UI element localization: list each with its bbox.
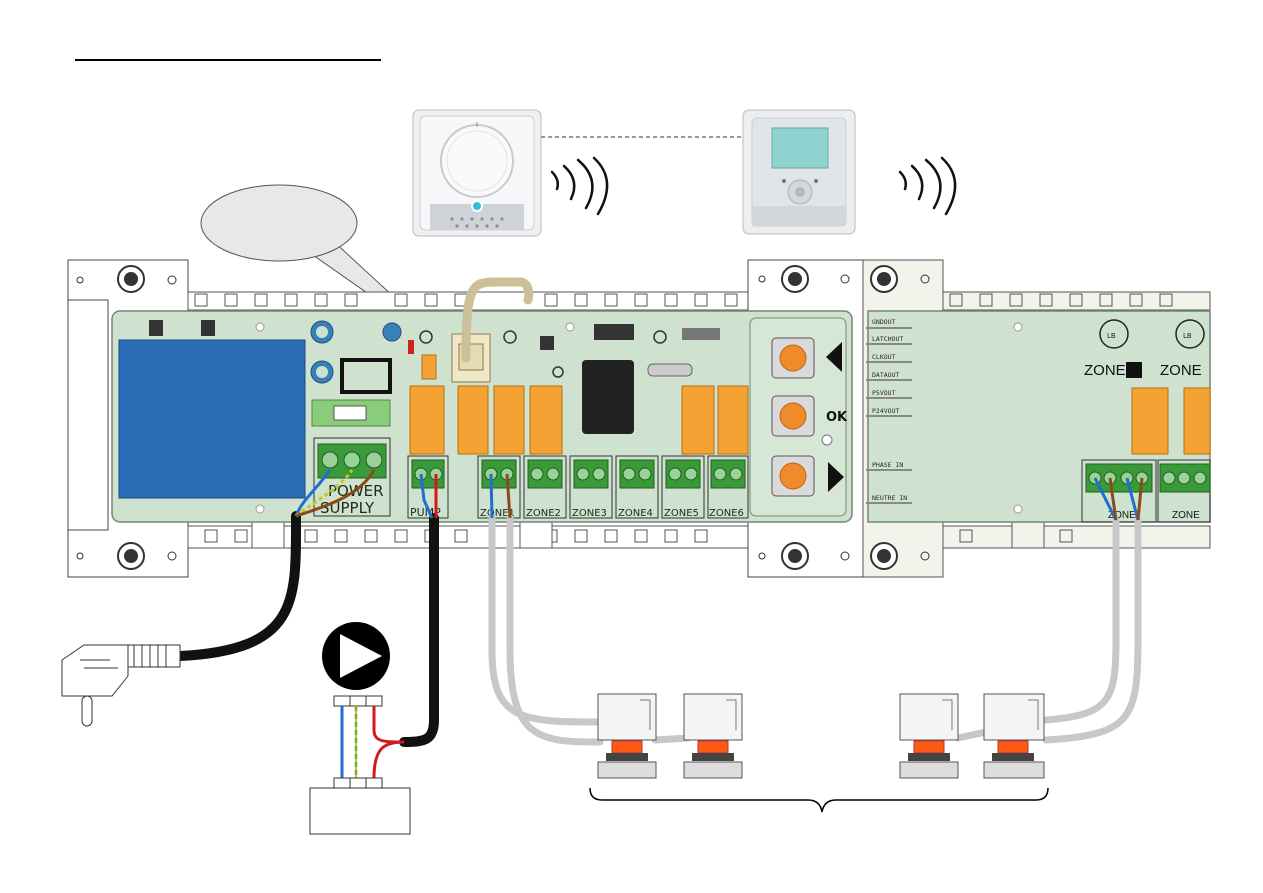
actuator-cable <box>954 728 990 742</box>
mains-plug-icon <box>61 644 181 727</box>
actuator <box>683 693 743 779</box>
analog-thermostat <box>412 109 542 237</box>
actuator-cable <box>488 514 604 726</box>
zone2-label: ZONE2 <box>526 508 561 519</box>
power-label-2: SUPPLY <box>320 499 375 517</box>
right-arrow-icon <box>828 462 844 492</box>
left-arrow-icon <box>826 342 842 372</box>
ext-zone-label: ZONE <box>1084 362 1126 379</box>
zone6-label: ZONE6 <box>709 508 744 519</box>
zone3-label: ZONE3 <box>572 508 607 519</box>
actuator <box>597 693 657 779</box>
digital-thermostat <box>742 109 856 235</box>
conn-label: LATCHOUT <box>872 335 903 343</box>
relay <box>457 385 489 455</box>
actuator-group-brace <box>589 787 1049 813</box>
left-button[interactable] <box>771 337 815 379</box>
actuator <box>899 693 959 779</box>
ok-label: OK <box>826 410 848 425</box>
conn-label: DATAOUT <box>872 371 899 379</box>
ext-zone-small-label: ZONE <box>1108 510 1136 521</box>
relay <box>493 385 525 455</box>
main-pcb <box>111 310 853 523</box>
actuator-cable <box>651 734 692 744</box>
relay <box>409 385 445 455</box>
relay <box>529 385 563 455</box>
conn-label: P5VOUT <box>872 389 896 397</box>
mains-cable <box>175 511 302 661</box>
lb-label: LB <box>1107 332 1116 340</box>
zone5-terminal: ZONE5 <box>661 455 705 519</box>
pump-cable <box>399 513 439 747</box>
transformer <box>118 339 306 499</box>
conn-label: CLKOUT <box>872 353 896 361</box>
zone4-terminal: ZONE4 <box>615 455 659 519</box>
microcontroller <box>582 360 634 434</box>
wireless-signal-icon <box>898 156 957 216</box>
relay <box>1183 387 1211 455</box>
relay <box>717 385 749 455</box>
extension-module: GNDOUT LATCHOUT CLKOUT DATAOUT P5VOUT P2… <box>862 259 1211 578</box>
zone3-terminal: ZONE3 <box>569 455 613 519</box>
ext-zone-label: ZONE <box>1160 362 1202 379</box>
conn-label: NEUTRE IN <box>872 494 907 502</box>
actuator <box>983 693 1045 779</box>
lb-label: LB <box>1183 332 1192 340</box>
junction-box <box>309 777 411 835</box>
zone5-label: ZONE5 <box>664 508 699 519</box>
zone4-label: ZONE4 <box>618 508 653 519</box>
ext-zone-small-label: ZONE <box>1172 510 1200 521</box>
conn-label: P24VOUT <box>872 407 899 415</box>
wireless-signal-icon <box>550 156 609 216</box>
right-button[interactable] <box>771 455 815 497</box>
zone1-label: ZONE1 <box>480 508 515 519</box>
conn-label: PHASE IN <box>872 461 903 469</box>
zone6-terminal: ZONE6 <box>707 455 749 519</box>
conn-label: GNDOUT <box>872 318 896 326</box>
actuator-cable <box>506 514 604 746</box>
relay <box>1131 387 1169 455</box>
lcd-screen <box>771 127 829 169</box>
relay <box>681 385 715 455</box>
pump-icon <box>322 622 390 707</box>
actuator-cable <box>1042 516 1142 744</box>
bridge-cable <box>461 277 534 363</box>
led-icon <box>471 200 483 212</box>
zone1-terminal: ZONE1 <box>477 455 521 519</box>
zone2-terminal: ZONE2 <box>523 455 567 519</box>
ok-button[interactable] <box>771 395 815 437</box>
dial <box>440 124 514 198</box>
actuator-cable <box>1042 516 1120 724</box>
